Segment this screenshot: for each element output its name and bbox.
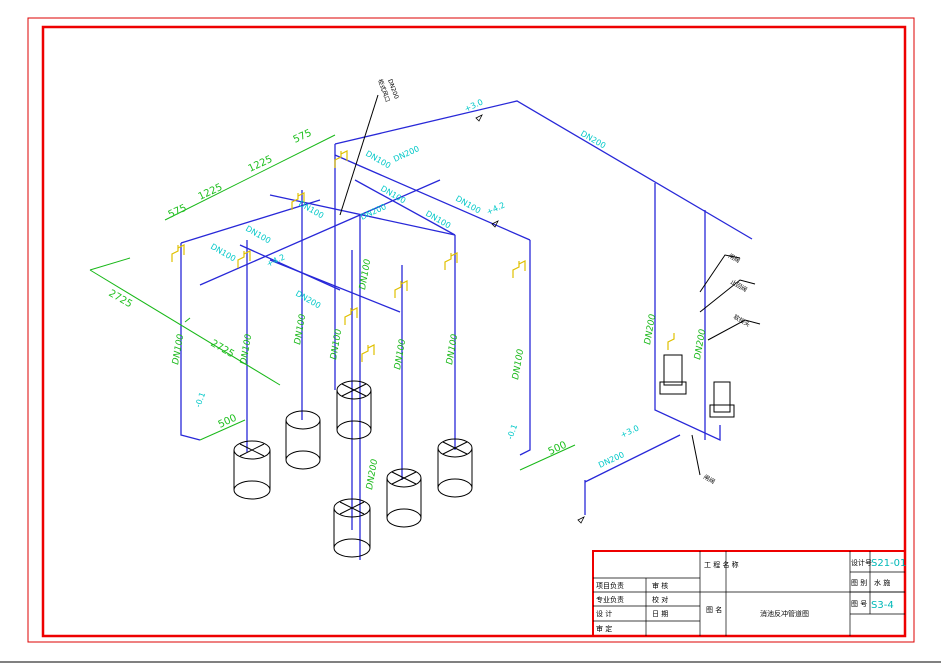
tank-2 <box>285 410 321 470</box>
vlabel-1: DN100 <box>171 333 186 365</box>
vlabel-8: DN200 <box>643 313 658 345</box>
valve-note-2: 止回阀 <box>729 278 749 294</box>
tb-project-label: 工 程 名 称 <box>704 560 739 569</box>
tb-right-label-1: 设计号 <box>851 558 872 567</box>
tb-left-4: 审 定 <box>596 624 612 633</box>
tb-mid-2: 校 对 <box>652 595 668 604</box>
tank-1 <box>233 440 271 500</box>
tank-5 <box>437 438 473 498</box>
dim-1: 575 <box>167 203 189 221</box>
tb-right-label-2: 图 别 <box>851 578 867 587</box>
vlabel-3: DN100 <box>293 313 308 345</box>
tb-right-value-2: 水 施 <box>874 578 890 587</box>
tb-mid-1: 审 核 <box>652 581 668 590</box>
vlabel-9: DN200 <box>693 328 708 360</box>
fittings <box>171 150 675 362</box>
dim-3: 1225 <box>247 154 275 175</box>
pipe-label-3: DN100 <box>364 149 392 171</box>
pipe-label-10: DN100 <box>454 194 482 216</box>
vlabel-4: DN100 <box>329 328 344 360</box>
tank-group <box>233 354 735 558</box>
tb-left-3: 设 计 <box>596 609 612 618</box>
tank-6 <box>333 498 371 558</box>
dim-8: 500 <box>547 440 569 458</box>
vlabel-6: DN100 <box>393 338 408 370</box>
vlabel-2: DN100 <box>239 333 254 365</box>
tb-left-1: 项目负责 <box>596 581 624 590</box>
pipe-label-11: DN200 <box>597 450 626 470</box>
valve-note-3: 软接头 <box>732 313 752 329</box>
inner-frame <box>41 25 907 638</box>
elev-low2: -0.1 <box>505 423 519 441</box>
valve-note-4: 闸阀 <box>702 473 716 486</box>
tank-3 <box>336 380 372 440</box>
dimension-lines <box>89 134 576 471</box>
pipe-label-8: DN200 <box>359 202 388 222</box>
outer-frame <box>27 17 915 643</box>
leaders <box>339 94 761 476</box>
tb-right-value-1: S21-01 <box>871 558 906 569</box>
dim-6: 2725 <box>209 338 237 360</box>
title-block: 项目负责 专业负责 设 计 审 定 审 核 校 对 日 期 工 程 名 称 图 … <box>592 550 906 637</box>
vlabel-10: DN200 <box>365 458 380 490</box>
elev-low1: -0.1 <box>193 391 207 409</box>
dim-2: 1225 <box>197 182 225 203</box>
tb-drawing-title: 消池反冲管道图 <box>760 609 809 618</box>
elev-mid: +4.2 <box>485 200 506 216</box>
tank-4 <box>386 468 422 528</box>
pipe-network <box>180 100 753 560</box>
pipe-label-6: DN100 <box>244 224 272 246</box>
dim-4: 575 <box>292 128 314 146</box>
pump-2 <box>709 381 735 418</box>
pump-1 <box>659 354 687 395</box>
vlabel-11: DN100 <box>511 348 526 380</box>
tb-drawing-label: 图 名 <box>706 605 722 614</box>
pipe-label-2: DN200 <box>392 144 421 164</box>
pipe-label-7: DN100 <box>209 242 237 264</box>
valve-note-1: 闸阀 <box>727 252 741 265</box>
dim-5: 2725 <box>107 288 135 310</box>
vlabel-7: DN100 <box>445 333 460 365</box>
tb-right-value-3: S3-4 <box>871 600 894 611</box>
tb-left-2: 专业负责 <box>596 595 624 604</box>
tb-mid-3: 日 期 <box>652 610 668 618</box>
pipe-label-12: DN200 <box>294 289 322 311</box>
elev-bottom: +3.0 <box>619 423 640 439</box>
tb-right-label-3: 图 号 <box>851 600 867 608</box>
